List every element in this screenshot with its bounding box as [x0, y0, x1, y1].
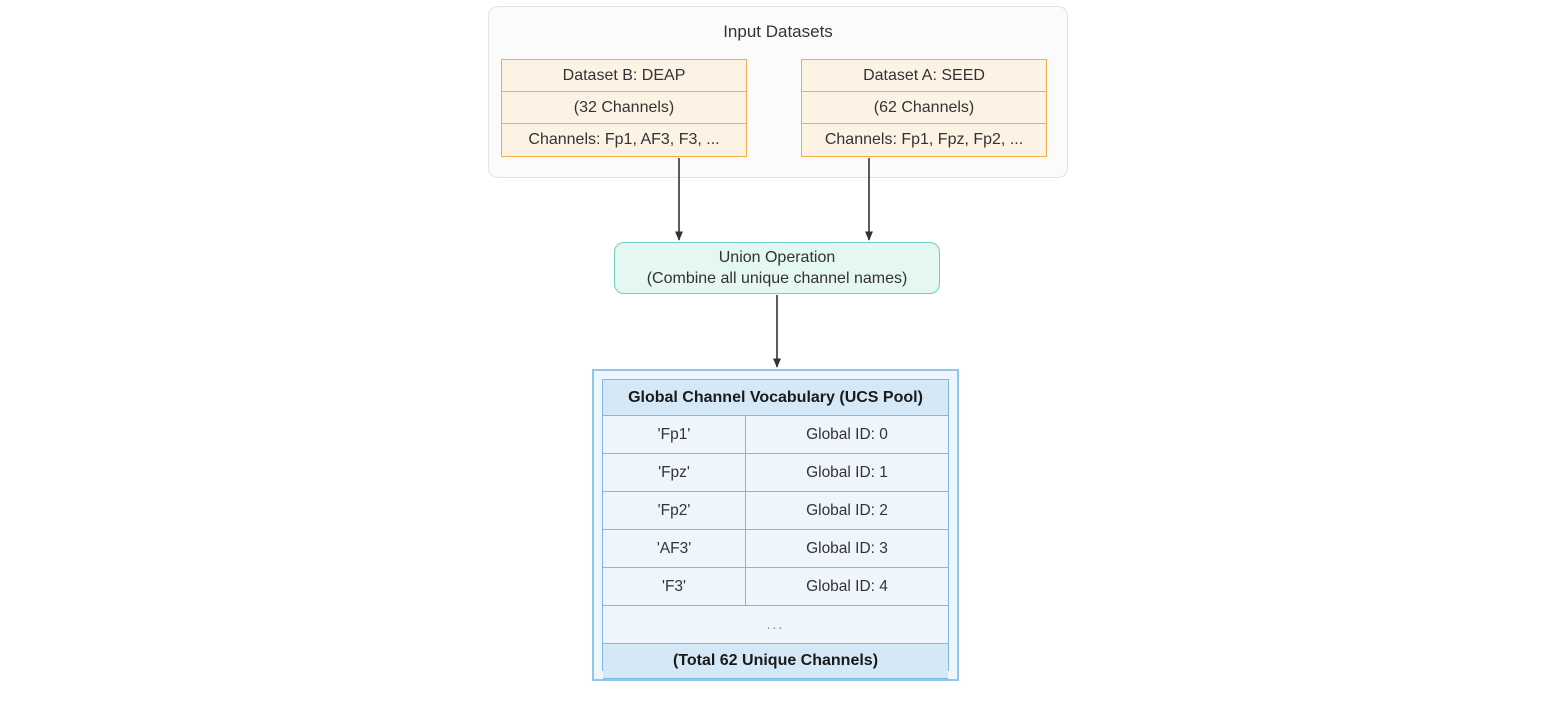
- dataset-deap-name: Dataset B: DEAP: [502, 60, 746, 92]
- input-datasets-title: Input Datasets: [723, 22, 833, 41]
- union-operation-title: Union Operation: [718, 249, 836, 266]
- dataset-seed-channel-list: Channels: Fp1, Fpz, Fp2, ...: [824, 131, 1024, 148]
- vocabulary-channel-name: 'AF3': [603, 530, 746, 567]
- vocabulary-ellipsis-row: ...: [603, 606, 948, 644]
- dataset-card-seed[interactable]: Dataset A: SEED (62 Channels) Channels: …: [801, 59, 1047, 157]
- vocabulary-global-id: Global ID: 3: [806, 540, 888, 557]
- dataset-seed-channel-count: (62 Channels): [802, 92, 1046, 124]
- vocabulary-global-id: Global ID: 1: [806, 464, 888, 481]
- union-operation-node[interactable]: Union Operation (Combine all unique chan…: [614, 242, 940, 294]
- union-operation-subtitle: (Combine all unique channel names): [646, 270, 908, 287]
- vocabulary-table: Global Channel Vocabulary (UCS Pool) 'Fp…: [602, 379, 949, 679]
- vocabulary-channel-name: 'Fp1': [603, 416, 746, 453]
- dataset-seed-name: Dataset A: SEED: [802, 60, 1046, 92]
- vocabulary-channel-name: 'F3': [603, 568, 746, 605]
- vocabulary-channel-name: 'Fpz': [603, 454, 746, 491]
- vocabulary-global-id: Global ID: 2: [806, 502, 888, 519]
- table-row: 'Fpz' Global ID: 1: [603, 454, 948, 492]
- dataset-card-deap[interactable]: Dataset B: DEAP (32 Channels) Channels: …: [501, 59, 747, 157]
- vocabulary-total-footer: (Total 62 Unique Channels): [603, 644, 948, 679]
- table-row: 'F3' Global ID: 4: [603, 568, 948, 606]
- vocabulary-global-id: Global ID: 4: [806, 578, 888, 595]
- dataset-deap-channel-list: Channels: Fp1, AF3, F3, ...: [528, 131, 720, 148]
- vocabulary-global-id: Global ID: 0: [806, 426, 888, 443]
- vocabulary-channel-name: 'Fp2': [603, 492, 746, 529]
- vocabulary-table-header: Global Channel Vocabulary (UCS Pool): [603, 380, 948, 416]
- table-row: 'AF3' Global ID: 3: [603, 530, 948, 568]
- table-row: 'Fp2' Global ID: 2: [603, 492, 948, 530]
- dataset-deap-channel-count: (32 Channels): [502, 92, 746, 124]
- global-channel-vocabulary-panel: Global Channel Vocabulary (UCS Pool) 'Fp…: [592, 369, 959, 681]
- table-row: 'Fp1' Global ID: 0: [603, 416, 948, 454]
